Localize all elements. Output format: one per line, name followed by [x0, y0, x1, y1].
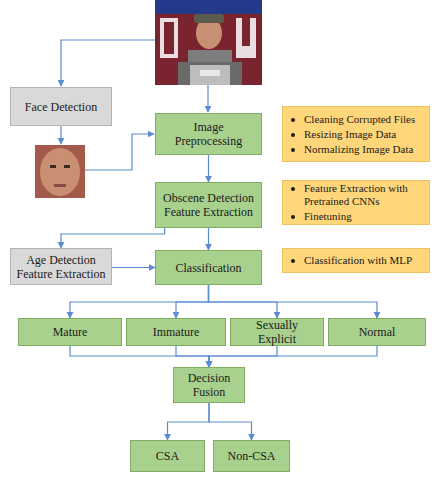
flow-arrow [208, 228, 209, 250]
bullet-item: Feature Extraction with Pretrained CNNs [289, 182, 423, 208]
box-label: Classification [176, 261, 242, 275]
bullet-item: Cleaning Corrupted Files [289, 113, 423, 126]
bullet-dot [291, 133, 295, 137]
bullet-item: Resizing Image Data [289, 128, 423, 141]
face-crop [35, 145, 85, 198]
process-box: Image Preprocessing [155, 113, 262, 155]
process-box: Face Detection [10, 87, 112, 126]
bullet-dot [291, 118, 295, 122]
note-box: Classification with MLP [282, 248, 430, 273]
class-box: Immature [126, 318, 226, 346]
bullet-text: Cleaning Corrupted Files [304, 113, 415, 126]
box-label: Decision Fusion [178, 371, 240, 399]
bullet-item: Classification with MLP [289, 254, 423, 267]
photo-illustration [155, 0, 262, 85]
flow-arrow [209, 403, 252, 440]
bullet-dot [291, 187, 295, 191]
box-label: Non-CSA [227, 449, 275, 463]
flow-arrow [70, 285, 209, 318]
flow-arrow [209, 285, 378, 318]
bullet-dot [291, 259, 295, 263]
box-label: Age Detection Feature Extraction [15, 253, 107, 281]
flow-arrow [209, 346, 377, 367]
bullet-item: Normalizing Image Data [289, 143, 423, 156]
result-box: Non-CSA [213, 440, 290, 472]
flow-arrow [208, 155, 209, 182]
box-label: CSA [156, 449, 179, 463]
note-box: Cleaning Corrupted FilesResizing Image D… [282, 106, 430, 162]
flow-arrow [168, 403, 210, 440]
process-box: Classification [155, 250, 262, 285]
box-label: Mature [53, 325, 88, 339]
bullet-text: Normalizing Image Data [304, 143, 413, 156]
flow-arrow [176, 285, 209, 318]
bullet-text: Finetuning [304, 210, 352, 223]
box-label: Face Detection [25, 100, 97, 114]
bullet-item: Finetuning [289, 210, 423, 223]
box-label: Normal [359, 325, 396, 339]
flow-arrow [112, 267, 155, 268]
note-box: Feature Extraction with Pretrained CNNsF… [282, 180, 430, 225]
box-label: Sexually Explicit [241, 318, 313, 346]
bullet-text: Resizing Image Data [304, 128, 396, 141]
flow-arrow [61, 228, 165, 248]
bullet-dot [291, 148, 295, 152]
bullet-text: Feature Extraction with Pretrained CNNs [304, 182, 423, 208]
class-box: Sexually Explicit [230, 318, 324, 346]
bullet-text: Classification with MLP [304, 254, 412, 267]
box-label: Obscene Detection Feature Extraction [160, 191, 257, 219]
class-box: Normal [328, 318, 426, 346]
flow-arrow [70, 346, 209, 367]
fusion-box: Decision Fusion [173, 367, 245, 403]
bullet-dot [291, 215, 295, 219]
process-box: Age Detection Feature Extraction [10, 248, 112, 285]
process-box: Obscene Detection Feature Extraction [155, 182, 262, 228]
box-label: Image Preprocessing [160, 120, 257, 148]
box-label: Immature [153, 325, 200, 339]
class-box: Mature [18, 318, 122, 346]
flow-arrow [176, 346, 209, 367]
result-box: CSA [130, 440, 205, 472]
